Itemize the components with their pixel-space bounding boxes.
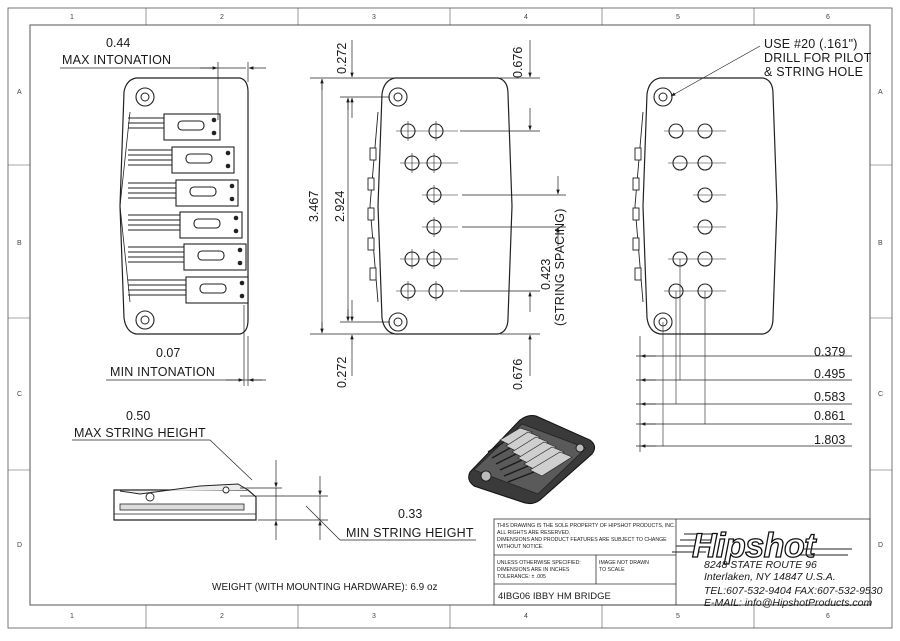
title-block-frame: [493, 518, 871, 606]
row-label: A: [878, 89, 883, 96]
col-label: 1: [70, 613, 74, 620]
string-height-dimensions: [72, 439, 476, 541]
col-label: 2: [220, 14, 224, 21]
ownership-text-line4: WITHOUT NOTICE.: [497, 544, 544, 550]
scale-note-line2: TO SCALE: [599, 567, 625, 573]
units-note-line1: UNLESS OTHERWISE SPECIFIED:: [497, 560, 581, 566]
dim-bottom-right: 0.676: [511, 359, 525, 390]
min-intonation-label: MIN INTONATION: [110, 365, 215, 379]
border-column-labels-top: 1 2 3 4 5 6: [70, 14, 830, 21]
ownership-text-line2: ALL RIGHTS ARE RESERVED.: [497, 530, 570, 536]
row-label: D: [878, 542, 883, 549]
address-line2: Interlaken, NY 14847 U.S.A.: [704, 571, 836, 583]
max-string-height-value: 0.50: [126, 409, 150, 423]
col-label: 3: [372, 613, 376, 620]
min-intonation-value: 0.07: [156, 346, 180, 360]
ownership-text-line1: THIS DRAWING IS THE SOLE PROPERTY OF HIP…: [497, 523, 675, 529]
drill-dimension-lines: [636, 336, 852, 452]
string-spacing-label: (STRING SPACING): [553, 208, 567, 326]
hipshot-logo-text: Hipshot: [692, 527, 817, 565]
drill-dim-4: 0.861: [814, 409, 845, 423]
bridge-base-view: [367, 77, 513, 335]
address-line1: 8248 STATE ROUTE 96: [704, 559, 817, 571]
dim-overall: 3.467: [307, 191, 321, 222]
bridge-top-view: [119, 77, 249, 335]
weight-note: WEIGHT (WITH MOUNTING HARDWARE): 6.9 oz: [212, 582, 438, 593]
bridge-drill-view: [632, 77, 778, 446]
dim-holes: 2.924: [333, 191, 347, 222]
min-string-height-label: MIN STRING HEIGHT: [346, 526, 474, 540]
view2-dimension-lines: [310, 40, 566, 376]
part-name: 4IBG06 IBBY HM BRIDGE: [498, 591, 611, 602]
drill-note-line1: USE #20 (.161"): [764, 37, 858, 51]
max-string-height-label: MAX STRING HEIGHT: [74, 426, 206, 440]
col-label: 6: [826, 14, 830, 21]
units-note-line3: TOLERANCE: ± .005: [497, 574, 546, 580]
dim-top-left: 0.272: [335, 43, 349, 74]
saddles: [163, 113, 249, 304]
min-string-height-value: 0.33: [398, 507, 422, 521]
drill-dim-2: 0.495: [814, 367, 845, 381]
col-label: 4: [524, 14, 528, 21]
drill-note-line3: & STRING HOLE: [764, 65, 863, 79]
drill-dim-3: 0.583: [814, 390, 845, 404]
col-label: 5: [676, 14, 680, 21]
dim-top-right: 0.676: [511, 47, 525, 78]
border-row-labels-left: A B C D: [17, 89, 22, 549]
col-label: 2: [220, 613, 224, 620]
ownership-text-line3: DIMENSIONS AND PRODUCT FEATURES ARE SUBJ…: [497, 537, 667, 543]
drill-note-leader: [670, 45, 761, 97]
scale-note-line1: IMAGE NOT DRAWN: [599, 560, 649, 566]
border-column-labels-bottom: 1 2 3 4 5 6: [70, 613, 830, 620]
max-intonation-dimension: [60, 62, 266, 120]
spring-stack: [128, 117, 186, 296]
row-label: A: [17, 89, 22, 96]
drill-dim-5: 1.803: [814, 433, 845, 447]
saddle-screws: [211, 117, 245, 299]
sheet-border: [7, 7, 893, 629]
min-intonation-dimension: [106, 305, 266, 386]
hole-centerlines: [396, 121, 458, 301]
bridge-side-view: [113, 483, 257, 521]
bridge-isometric-image: [468, 415, 596, 505]
col-label: 1: [70, 14, 74, 21]
max-intonation-value: 0.44: [106, 36, 130, 50]
row-label: B: [878, 240, 883, 247]
row-label: B: [17, 240, 22, 247]
email: E-MAIL: info@HipshotProducts.com: [704, 597, 872, 609]
drill-dim-1: 0.379: [814, 345, 845, 359]
row-label: C: [878, 391, 883, 398]
row-label: D: [17, 542, 22, 549]
units-note-line2: DIMENSIONS ARE IN INCHES: [497, 567, 570, 573]
col-label: 3: [372, 14, 376, 21]
border-row-labels-right: A B C D: [878, 89, 883, 549]
drill-note-line2: DRILL FOR PILOT: [764, 51, 872, 65]
phone-fax: TEL:607-532-9404 FAX:607-532-9530: [704, 585, 883, 597]
string-spacing-value: 0.423: [539, 259, 553, 290]
hipshot-logo: Hipshot: [672, 526, 852, 566]
col-label: 5: [676, 613, 680, 620]
row-label: C: [17, 391, 22, 398]
col-label: 4: [524, 613, 528, 620]
dim-bottom-left: 0.272: [335, 357, 349, 388]
max-intonation-label: MAX INTONATION: [62, 53, 171, 67]
col-label: 6: [826, 613, 830, 620]
side-tabs: [367, 147, 377, 281]
